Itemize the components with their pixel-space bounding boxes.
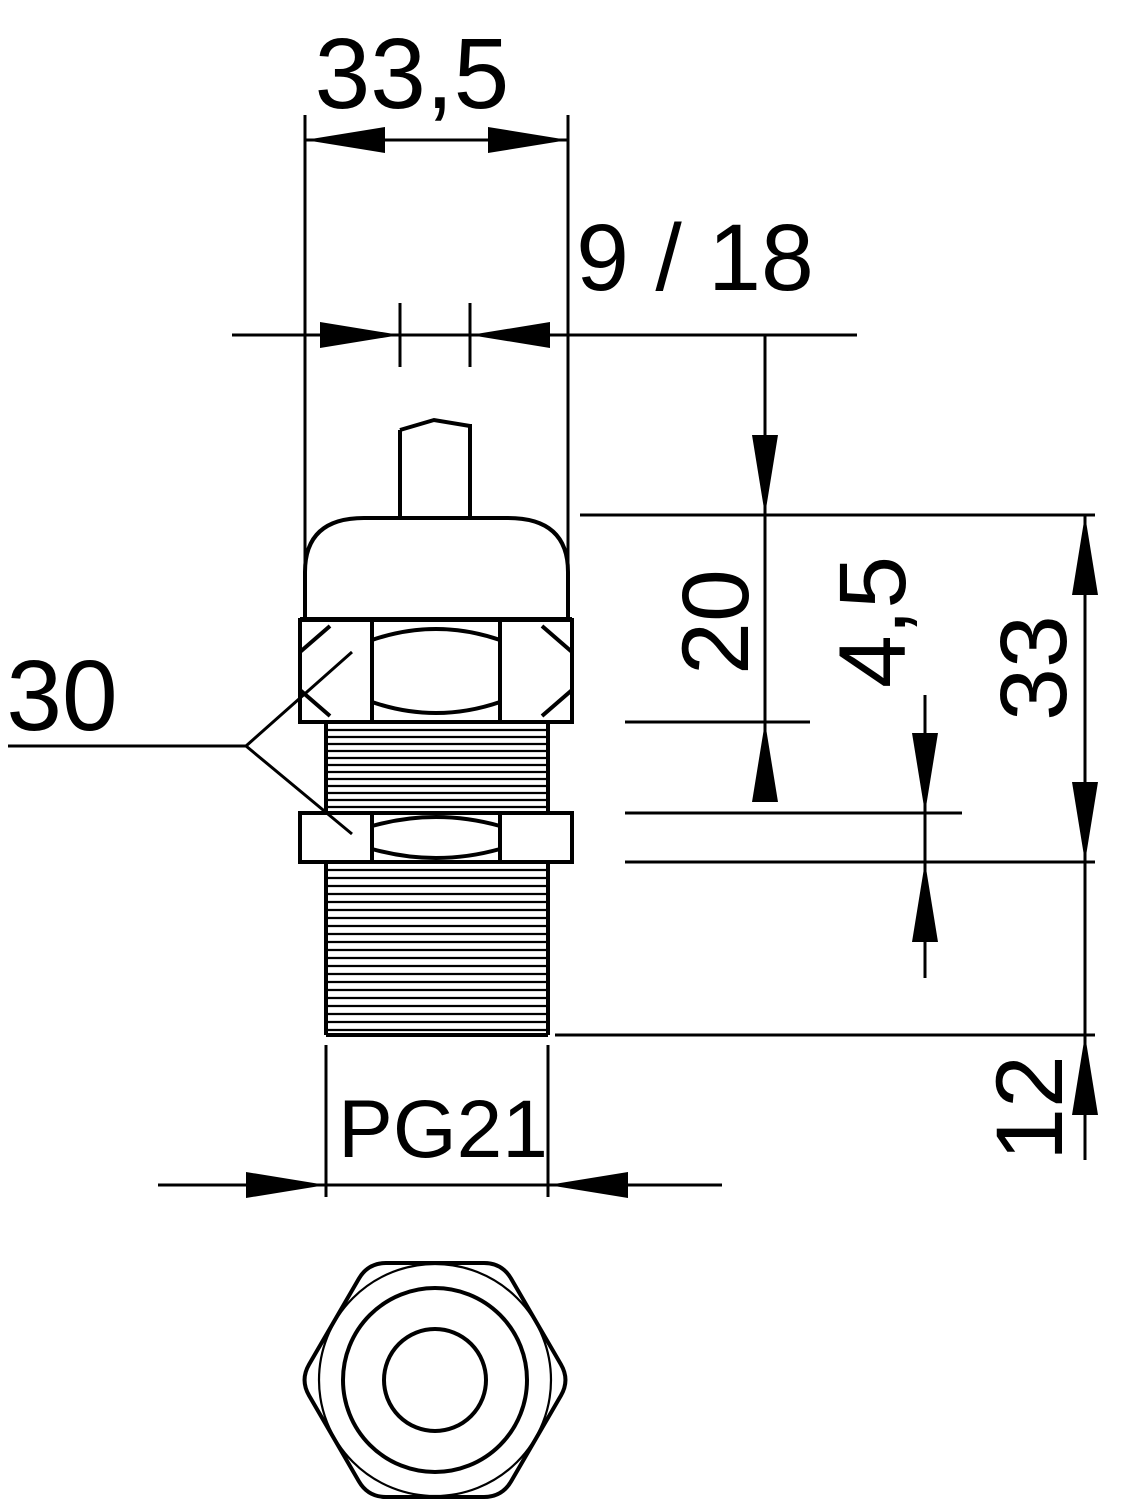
reference-lines	[555, 513, 1095, 1037]
arrowhead-20-bottom	[752, 722, 778, 802]
dim-label-33-5: 33,5	[315, 18, 510, 130]
dim-12: 12	[977, 1035, 1098, 1161]
hex-locknut	[298, 811, 574, 864]
extension-lines-pg21	[324, 1045, 550, 1197]
extension-lines-33-5	[303, 115, 570, 572]
dim-9-18: 9 / 18	[232, 205, 857, 367]
arrowhead-pg21-right	[548, 1172, 628, 1198]
thread-upper-lines	[326, 728, 548, 809]
arrowhead-20-top	[752, 435, 778, 515]
dim-label-20: 20	[663, 569, 769, 675]
dim-33-5: 33,5	[303, 18, 570, 572]
arrowhead-12	[1072, 1035, 1098, 1115]
thread-lower-edges	[324, 862, 550, 1037]
arrowhead-33-bottom	[1072, 782, 1098, 862]
reference-lines-right	[555, 513, 1095, 1037]
body-circle	[341, 1286, 529, 1474]
bottom-view	[302, 1261, 568, 1499]
cap-outline	[300, 516, 572, 621]
arrowhead-4-5-top	[912, 733, 938, 813]
arrowhead-33-top	[1072, 515, 1098, 595]
spout-outline	[398, 417, 472, 518]
dim-label-33: 33	[981, 615, 1087, 721]
leader-label-30: 30	[6, 640, 117, 752]
hex-nut-upper	[298, 618, 574, 724]
leader-30: 30	[6, 640, 353, 836]
arrowhead-9-18-left	[320, 322, 400, 348]
leader-lines-30	[8, 650, 353, 836]
arrowhead-33-5-right	[488, 127, 568, 153]
hole-circle	[382, 1327, 488, 1433]
dim-label-9-18: 9 / 18	[576, 205, 814, 311]
dim-4-5: 4,5	[820, 556, 938, 978]
thread-lower-lines	[326, 868, 548, 1032]
dim-33: 33	[981, 515, 1098, 1160]
dim-20: 20	[663, 335, 778, 802]
arrowhead-9-18-right	[470, 322, 550, 348]
dim-label-4-5: 4,5	[820, 556, 926, 688]
dim-label-pg21: PG21	[338, 1084, 548, 1175]
dim-label-12: 12	[977, 1055, 1083, 1161]
arrowhead-pg21-left	[246, 1172, 326, 1198]
side-view	[298, 417, 574, 1037]
dim-pg21: PG21	[158, 1045, 722, 1198]
arrowhead-4-5-bottom	[912, 862, 938, 942]
arrowhead-33-5-left	[305, 127, 385, 153]
hexagon-outline	[302, 1261, 568, 1499]
chamfer-circle	[317, 1262, 553, 1498]
